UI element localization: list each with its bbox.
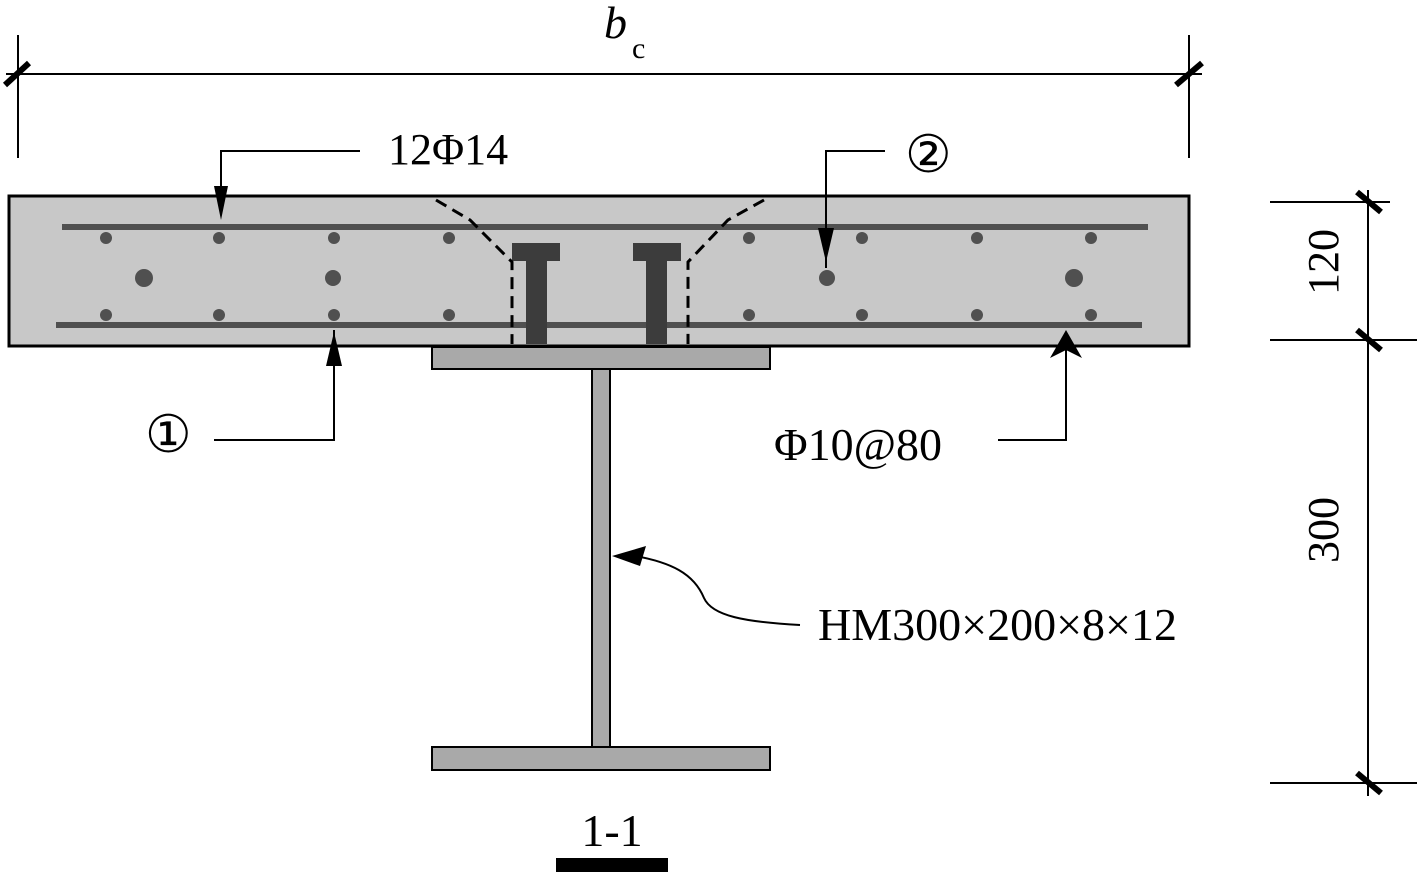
bottom-rebar-label: Φ10@80 [774, 419, 942, 470]
rebar-dot [100, 232, 112, 244]
depth-tick-bottom [1355, 770, 1383, 796]
section-title-underline [556, 858, 668, 872]
rebar-dot [443, 309, 455, 321]
rebar-dot [856, 232, 868, 244]
bar-mark-1-arrow [326, 332, 342, 366]
top-rebar-label: 12Φ14 [388, 125, 508, 174]
concrete-slab [7, 194, 1191, 348]
width-label-sub: c [632, 32, 645, 65]
steel-web [591, 368, 611, 748]
top-rebar-callout: 12Φ14 [214, 125, 508, 220]
rebar-dot [213, 232, 225, 244]
bottom-rebar-arrow [1050, 330, 1082, 358]
rebar-dot [743, 309, 755, 321]
bar-mark-1-callout: ① [145, 330, 342, 464]
stud-head-right [633, 243, 681, 261]
rebar-dot [819, 270, 835, 286]
depth-dimensions: 120 300 [1270, 189, 1417, 796]
failure-lines [435, 198, 765, 344]
section-title: 1-1 [581, 805, 642, 856]
rebar-dot [971, 232, 983, 244]
failure-line-left [435, 198, 514, 344]
slab-depth-label: 120 [1299, 229, 1348, 295]
rebar-dot [1085, 232, 1097, 244]
rebar-dot [1085, 309, 1097, 321]
steel-section-arrow [612, 546, 646, 566]
steel-section-leader [629, 554, 801, 626]
width-tick-right [1174, 60, 1204, 88]
rebar-dot [213, 309, 225, 321]
steel-section-label: HM300×200×8×12 [818, 599, 1177, 650]
bar-mark-1-leader [214, 330, 335, 441]
rebar-dot [856, 309, 868, 321]
section-title-group: 1-1 [556, 805, 668, 872]
rebar-dot [328, 309, 340, 321]
rebar-dot [971, 309, 983, 321]
failure-line-right [686, 198, 765, 344]
stud-shank-left [526, 258, 547, 344]
rebar-dot [100, 309, 112, 321]
rebar-dot [135, 269, 153, 287]
shear-studs [512, 243, 681, 344]
rebar-dot [443, 232, 455, 244]
bottom-rebar-callout: Φ10@80 [774, 330, 1082, 470]
rebar-dot [328, 232, 340, 244]
bar-mark-1-label: ① [145, 407, 192, 464]
rebar-dot [1065, 269, 1083, 287]
width-dimension: b c [2, 0, 1204, 158]
steel-top-flange [431, 346, 771, 370]
steel-section-callout: HM300×200×8×12 [612, 546, 1177, 650]
bar-mark-2-arrow [818, 228, 834, 262]
middle-rebar-dots [135, 269, 1083, 287]
bar-mark-2-label: ② [905, 127, 952, 184]
stud-head-left [512, 243, 560, 261]
width-label-main: b [604, 0, 627, 48]
width-tick-left [2, 60, 32, 88]
top-rebar-arrow [214, 186, 228, 220]
depth-tick-middle [1355, 327, 1383, 353]
bottom-rebar-leader [998, 332, 1067, 441]
steel-bottom-flange [431, 746, 771, 771]
bar-mark-2-callout: ② [818, 127, 952, 268]
stud-shank-right [646, 258, 667, 344]
bottom-rebar-dots [100, 309, 1097, 321]
steel-i-beam [431, 346, 771, 771]
rebar-dot [743, 232, 755, 244]
top-rebar-dots [100, 232, 1097, 244]
steel-depth-label: 300 [1299, 497, 1348, 563]
depth-tick-top [1355, 189, 1383, 215]
rebar-dot [325, 270, 341, 286]
